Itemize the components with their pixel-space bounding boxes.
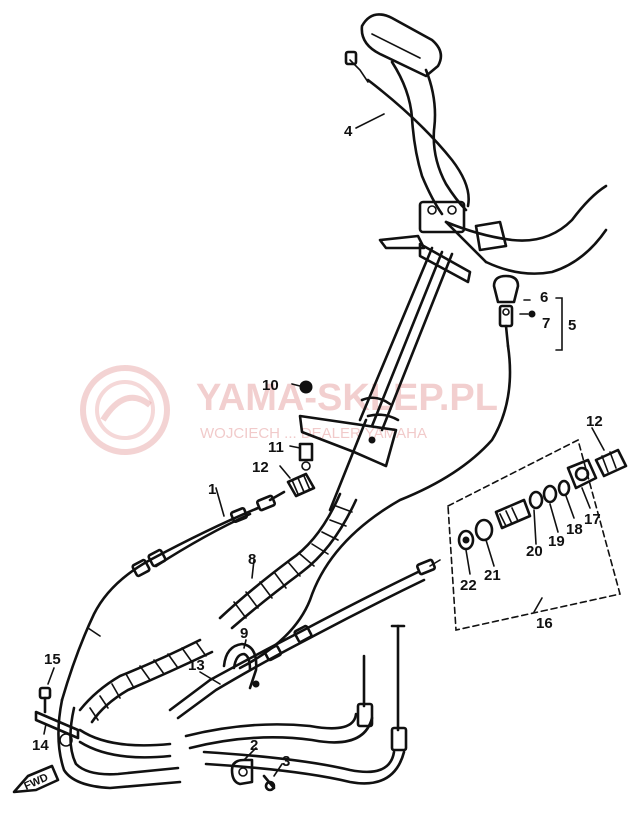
steering-column <box>298 242 472 468</box>
part-label-2: 2 <box>250 737 258 754</box>
part-label-10: 10 <box>262 377 279 394</box>
part-label-9: 9 <box>240 625 248 642</box>
part-label-4: 4 <box>344 123 353 140</box>
part-label-8: 8 <box>248 551 256 568</box>
exploded-group-16 <box>447 438 628 631</box>
handlebar <box>360 13 608 275</box>
fitting-assembly-5 <box>492 274 563 351</box>
part-label-1: 1 <box>208 481 216 498</box>
part-label-5: 5 <box>568 317 576 334</box>
throttle-cable-4 <box>344 50 470 208</box>
part-label-13: 13 <box>188 657 205 674</box>
spiral-wrap-8 <box>78 492 358 724</box>
part-label-15: 15 <box>44 651 61 668</box>
part-label-12-right: 12 <box>586 413 603 430</box>
watermark-logo-icon <box>80 365 170 455</box>
clamp-9 <box>222 642 260 690</box>
part-label-3: 3 <box>282 753 290 770</box>
bracket-14 <box>34 686 80 747</box>
watermark-title: YAMA-SKLEP.PL <box>196 377 498 419</box>
cable-13 <box>168 558 441 720</box>
part-label-22: 22 <box>460 577 477 594</box>
part-label-14: 14 <box>32 737 49 754</box>
part-label-20: 20 <box>526 543 543 560</box>
fwd-direction-marker: FWD <box>12 764 60 794</box>
part-labels: 4 6 7 5 10 11 12 12 1 8 17 18 19 20 21 2… <box>32 123 603 770</box>
cable-1 <box>60 490 286 702</box>
small-parts-left <box>286 380 316 498</box>
main-cable <box>238 344 512 670</box>
rods <box>356 624 408 752</box>
watermark: YAMA-SKLEP.PL WOJCIECH ... DEALER YAMAHA <box>80 365 498 455</box>
part-label-19: 19 <box>548 533 565 550</box>
clamp-2 <box>230 758 276 792</box>
part-label-11: 11 <box>268 439 284 456</box>
part-label-12-left: 12 <box>252 459 269 476</box>
part-label-21: 21 <box>484 567 501 584</box>
leader-lines <box>43 113 605 777</box>
part-label-16: 16 <box>536 615 553 632</box>
part-label-6: 6 <box>540 289 548 306</box>
part-label-17: 17 <box>584 511 601 528</box>
part-label-7: 7 <box>542 315 550 332</box>
part-label-18: 18 <box>566 521 583 538</box>
